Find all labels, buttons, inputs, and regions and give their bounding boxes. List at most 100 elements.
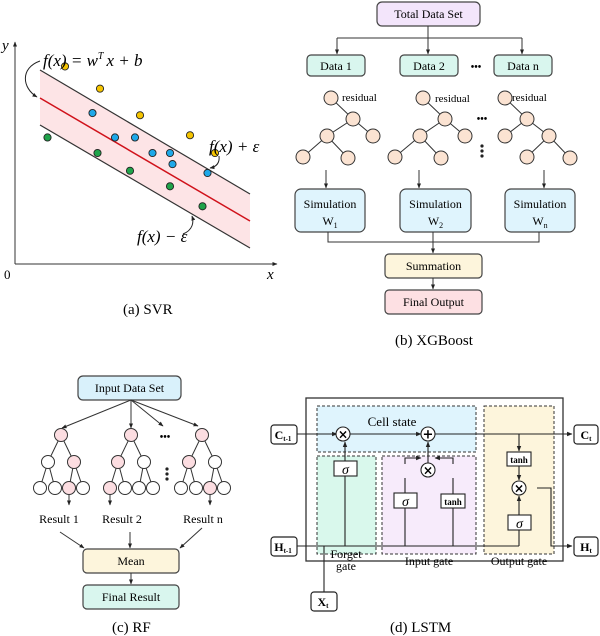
rf-tree-node [54,428,68,442]
rf-input-data-set-box [77,375,182,401]
xgb-tree-node [415,90,431,106]
xgb-simulation-2-box [399,188,472,233]
rf-result-1-label: Result 1 [39,512,79,526]
lstm-cell-state-label: Cell state [368,414,417,429]
svr-lower-pointer-arrow [182,215,196,235]
rf-tree-node [189,481,203,495]
lstm-forget-multiply-icon: × [338,428,348,442]
rf-tree-node [124,428,138,442]
lstm-output-gate-label: Output gate [491,554,547,568]
svr-lower-margin-label: f(x) − ε [137,227,188,246]
xgb-tree-n [497,90,578,166]
xgb-tree-node [340,150,356,166]
svr-point-above-margin-5 [210,148,220,158]
xgb-total-data-set-label: Total Data Set [394,7,463,21]
svg-text:Ht: Ht [580,540,592,555]
xgb-merge-connector [327,232,540,243]
svr-point-inside-margin-1 [88,108,97,118]
rf-tree-node [208,455,222,469]
xgb-data-ellipsis: ••• [471,62,482,73]
rf-tree-node [174,481,188,495]
lstm-input-tanh: tanh [444,497,462,507]
xgb-trees [295,90,578,166]
svr-point-above-margin-4 [185,131,195,140]
lstm-forget-gate-label-1: Forget [330,547,362,561]
rf-final-result-label: Final Result [102,590,161,604]
svg-text:Xt: Xt [317,595,329,610]
svr-upper-pointer-arrow [209,155,220,170]
xgb-caption: (b) XGBoost [395,333,474,349]
svr-point-inside-margin-5 [165,148,175,158]
lstm-output-sigma-box [507,514,532,531]
rf-tree-node [146,481,160,495]
xgb-data-n-label: Data n [507,59,539,73]
lstm-output-sigma: σ [516,517,524,532]
xgb-final-output-box [384,289,483,315]
xgb-split-connector [337,26,522,39]
xgb-tree-node [457,128,473,144]
lstm-c-prev-box: Ct-1 [270,424,298,445]
lstm-input-tanh-box [440,493,466,509]
rf-tree-node [203,481,217,495]
lstm-forget-gate-label-2: gate [336,559,356,573]
xgb-tree-node [365,128,381,144]
rf-tree-node [41,455,55,469]
xgb-tree-node [562,150,578,166]
lstm-panel: Cell state σ × σ tanh × + tanh σ [270,397,599,636]
rf-tree-n [174,428,231,495]
rf-tree-1 [33,428,90,495]
svr-point-above-margin-2 [95,84,105,93]
xgb-tree-node [319,128,335,144]
lstm-input-tanh-line [435,458,454,546]
xgb-data-1-label: Data 1 [320,59,352,73]
rf-panel: Input Data Set ••• Result 1 Result 2 Res… [33,375,231,636]
rf-mean-label: Mean [117,554,144,568]
xgb-tree-node [497,90,513,106]
rf-trees [33,428,231,506]
rf-result-n-label: Result n [183,512,223,526]
xgb-data-2-box [399,54,459,77]
rf-tree-node [33,481,47,495]
xgb-residual-label-n: residual [512,92,547,104]
svg-text:Ct: Ct [580,428,592,443]
rf-caption: (c) RF [112,620,151,636]
xgb-simulation-1-box [294,188,366,233]
xgb-tree-node [345,111,361,127]
xgb-tree-node [437,111,453,127]
lstm-caption: (d) LSTM [390,620,451,636]
rf-arrow-tree-n [130,399,199,427]
rf-tree-node [182,455,196,469]
xgb-simulation-1-label: Simulation [304,197,357,211]
svr-point-below-margin-1 [43,133,52,142]
rf-arrow-ellipsis [130,399,164,427]
svr-point-below-margin-5 [198,202,207,211]
rf-arrow-mean-1 [59,531,85,549]
svr-point-inside-margin-2 [110,133,120,142]
svr-regression-pointer-arrow [24,60,41,98]
svr-point-above-margin-3 [135,111,145,120]
xgb-simulation-1-weight: W1 [322,214,337,230]
xgb-data-1-box [306,54,366,77]
lstm-add-icon: + [423,428,434,443]
xgb-residual-label-2: residual [435,93,470,105]
rf-tree-2 [103,428,160,495]
svr-lower-margin-line [39,124,251,249]
svg-text:Ct-1: Ct-1 [275,428,292,443]
lstm-input-gate-label: Input gate [405,554,453,568]
xgb-tree-node [519,111,535,127]
svr-y-axis-label: y [0,38,9,54]
xgb-tree-2 [387,90,473,166]
lstm-input-sigma-box [393,492,418,509]
xgb-residual-label-1: residual [342,92,377,104]
lstm-forget-sigma: σ [342,463,350,478]
svr-regression-line [39,97,251,222]
xgb-tree-node [387,149,403,165]
xgboost-panel: Total Data Set Data 1 Data 2 ••• Data n … [294,1,578,349]
xgb-tree-node [323,90,339,106]
rf-arrow-tree-1 [61,399,132,429]
rf-result-2-label: Result 2 [102,512,142,526]
svr-point-inside-margin-7 [203,168,212,178]
rf-tree-vertical-ellipsis [165,467,169,481]
